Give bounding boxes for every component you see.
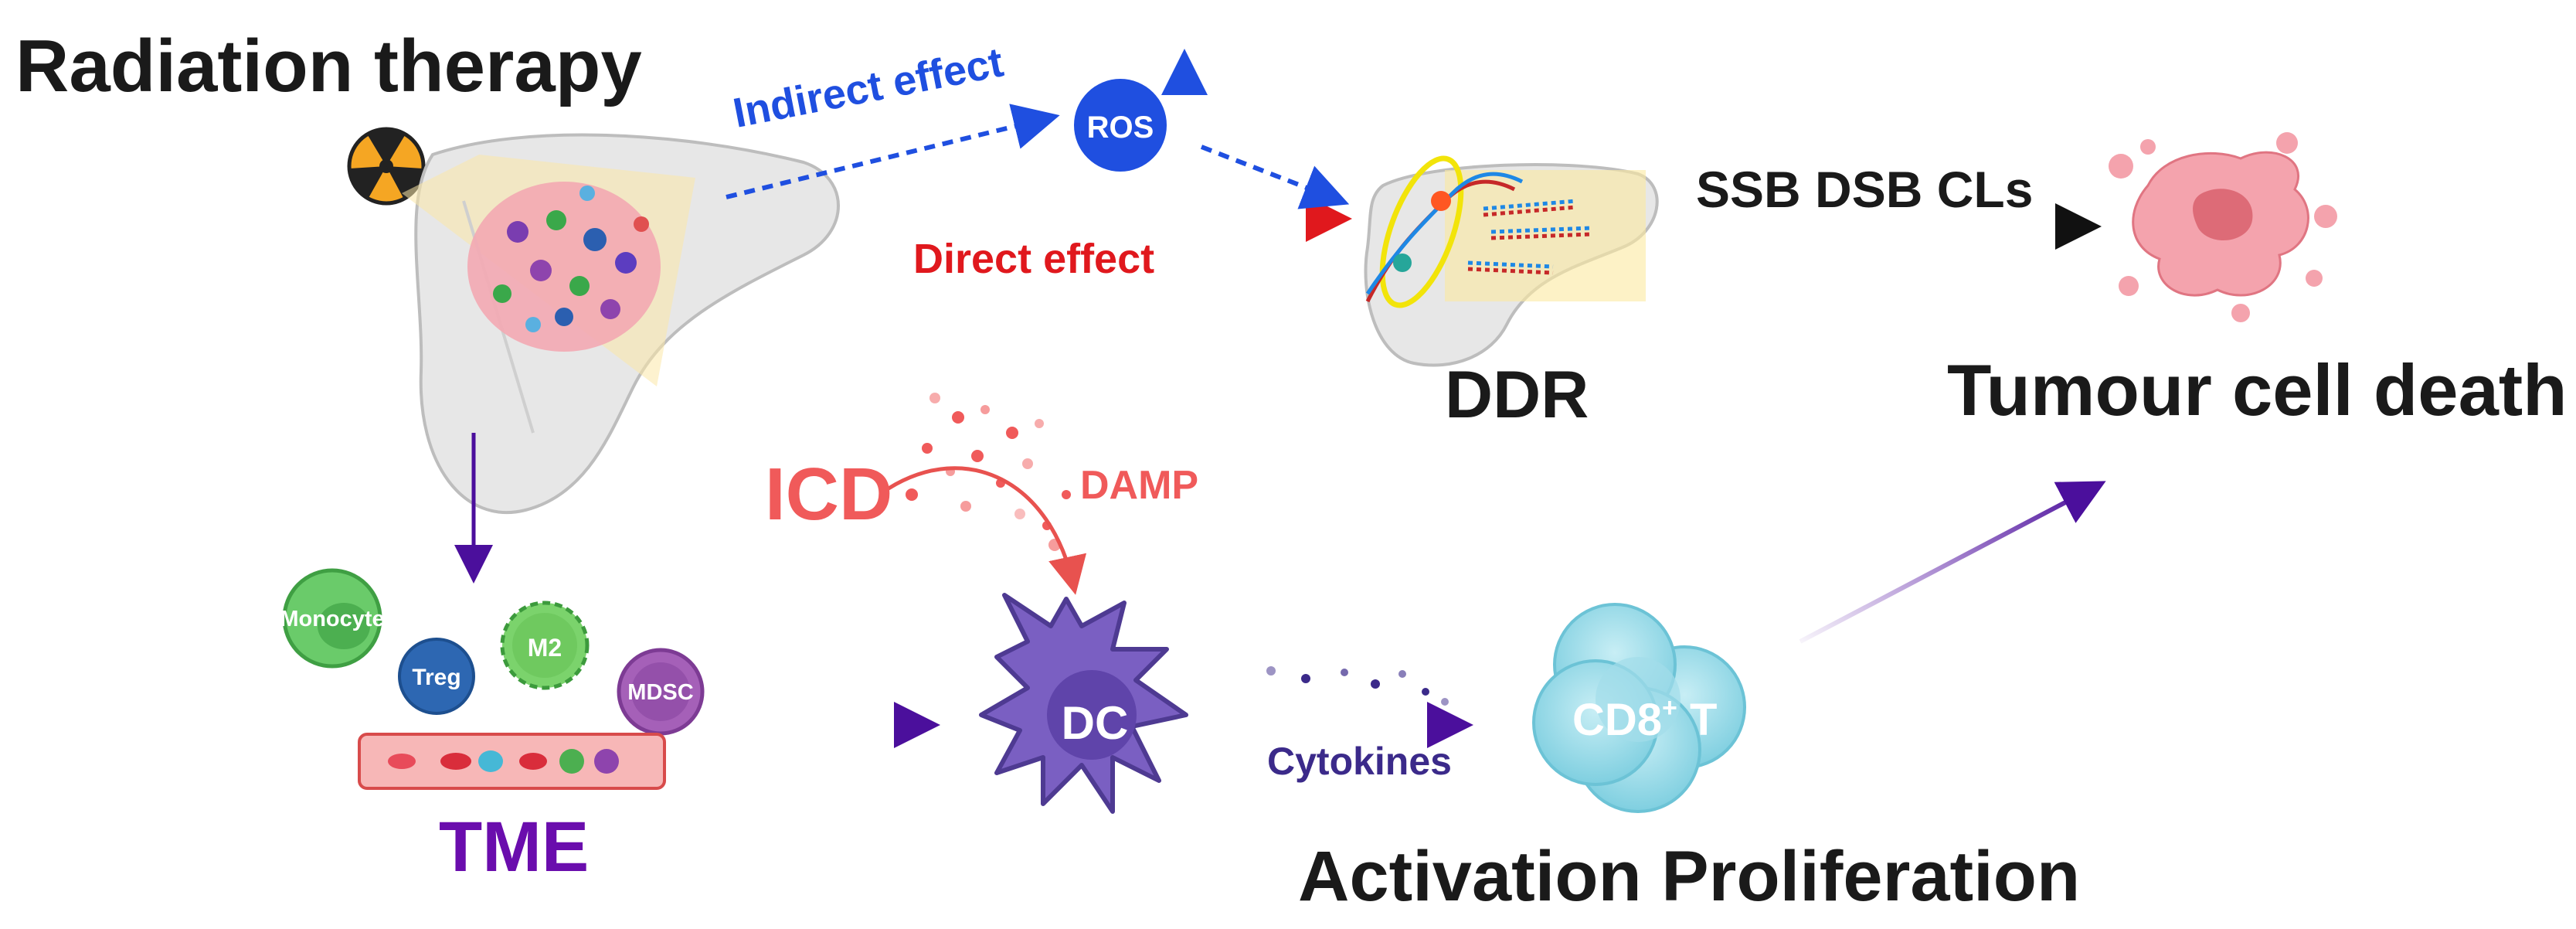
- ros-circle: [1074, 79, 1167, 172]
- ros-to-ddr-arrow: [1200, 145, 1350, 209]
- direct-effect-label: Direct effect: [913, 236, 1155, 282]
- activation-proliferation-label: Activation Proliferation: [1298, 837, 2081, 916]
- tme-label: TME: [439, 808, 590, 886]
- damp-label: DAMP: [1080, 463, 1199, 508]
- cd8-superscript: +: [1662, 693, 1677, 723]
- icd-to-dc-arrow: [887, 466, 1087, 595]
- dc-label: DC: [1061, 697, 1129, 749]
- cd8-t-cell-cluster: [1532, 603, 1746, 813]
- cd8-to-death-arrow: [1799, 481, 2106, 644]
- ros-label: ROS: [1086, 111, 1154, 145]
- treg-label: Treg: [412, 665, 461, 690]
- monocyte-label: Monocyte: [280, 607, 385, 631]
- treg-cell: [398, 638, 475, 715]
- tumour-mass: [493, 185, 649, 332]
- mdsc-label: MDSC: [627, 680, 694, 705]
- cytokines-label: Cytokines: [1267, 740, 1452, 783]
- mdsc-cell: [617, 648, 705, 736]
- dendritic-cell: [979, 593, 1188, 814]
- cd8-tail: T: [1677, 695, 1718, 745]
- radiation-hazard-icon: [347, 127, 426, 206]
- cd8-t-label: CD8+ T: [1572, 695, 1718, 745]
- radiation-therapy-title: Radiation therapy: [15, 25, 642, 107]
- ddr-label: DDR: [1445, 358, 1589, 432]
- cytokine-particles: [1266, 666, 1449, 706]
- fragmented-tumour-cell-icon: [2109, 132, 2337, 322]
- indirect-effect-arrow: [726, 104, 1060, 199]
- m2-label: M2: [527, 634, 562, 662]
- ssb-dsb-cls-label: SSB DSB CLs: [1696, 161, 2034, 218]
- icd-label: ICD: [765, 453, 893, 536]
- dna-damage-illustration: [1364, 155, 1659, 367]
- tumour-cell-death-label: Tumour cell death: [1947, 349, 2568, 430]
- cd8-base: CD8: [1572, 695, 1663, 745]
- m2-macrophage-cell: [500, 601, 590, 690]
- monocyte-cell: [282, 568, 382, 669]
- blood-vessel: [358, 733, 666, 790]
